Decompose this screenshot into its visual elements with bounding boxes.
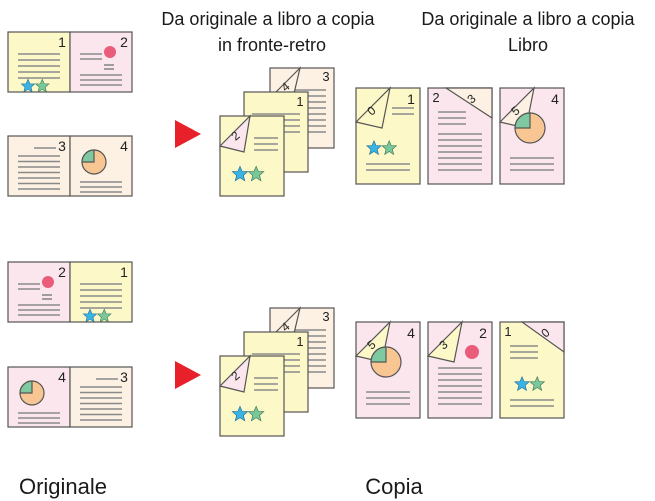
page-number: 3: [120, 369, 128, 385]
page-number: 1: [58, 34, 66, 50]
original-page: [7, 135, 71, 197]
page-number: 4: [58, 369, 66, 385]
original-label: Originale: [19, 474, 107, 499]
pink-dot-icon: [465, 345, 479, 359]
caption-book-line2: Libro: [508, 35, 548, 55]
original-page: [7, 261, 71, 323]
page-number: 1: [120, 264, 128, 280]
bottom-original-book: 2 1 4 3: [7, 261, 133, 428]
page-curl: [354, 86, 391, 129]
original-page: [69, 261, 133, 323]
page-number: 2: [58, 264, 66, 280]
page-curl: [520, 321, 565, 354]
page-number: 4: [551, 91, 559, 107]
pie-slice: [19, 380, 33, 394]
book-copy-page: [427, 321, 493, 419]
page-curl: [218, 354, 251, 393]
page-number: 1: [407, 91, 415, 107]
top-original-book: 1 2 3 4: [7, 31, 133, 197]
duplex-front-page: [219, 355, 285, 437]
pie-slice: [514, 112, 531, 129]
page-number: 1: [504, 324, 511, 339]
page-number: 3: [322, 69, 329, 84]
caption-duplex-line2: in fronte-retro: [218, 35, 326, 55]
copy-label: Copia: [365, 474, 423, 499]
page-number: 3: [322, 309, 329, 324]
page-number: 4: [120, 138, 128, 154]
original-page: [69, 366, 133, 428]
original-page: [7, 31, 71, 93]
red-triangle-arrow: [175, 120, 201, 148]
page-number: 3: [58, 138, 66, 154]
top-arrow-icon: [175, 120, 201, 148]
pink-dot-icon: [104, 46, 116, 58]
page-number: 2: [479, 325, 487, 341]
page-number: 2: [120, 34, 128, 50]
bottom-arrow-icon: [175, 361, 201, 389]
page-number: 1: [296, 94, 303, 109]
page-curl: [218, 114, 251, 153]
page-number: 1: [296, 334, 303, 349]
book-copy-page: [355, 87, 421, 185]
duplex-front-page: [219, 115, 285, 197]
page-number: 4: [407, 325, 415, 341]
pie-chart-icon: [370, 346, 402, 378]
pie-chart-icon: [514, 112, 546, 144]
pie-slice: [81, 149, 95, 163]
original-page: [69, 31, 133, 93]
caption-book-line1: Da originale a libro a copia: [421, 9, 635, 29]
pie-slice: [370, 346, 387, 363]
red-triangle-arrow: [175, 361, 201, 389]
pie-chart-icon: [19, 380, 45, 406]
pie-chart-icon: [81, 149, 107, 175]
pink-dot-icon: [42, 276, 54, 288]
page-curl: [443, 87, 493, 120]
caption-duplex-line1: Da originale a libro a copia: [161, 9, 375, 29]
page-number: 2: [432, 90, 439, 105]
page-curl: [426, 320, 463, 363]
